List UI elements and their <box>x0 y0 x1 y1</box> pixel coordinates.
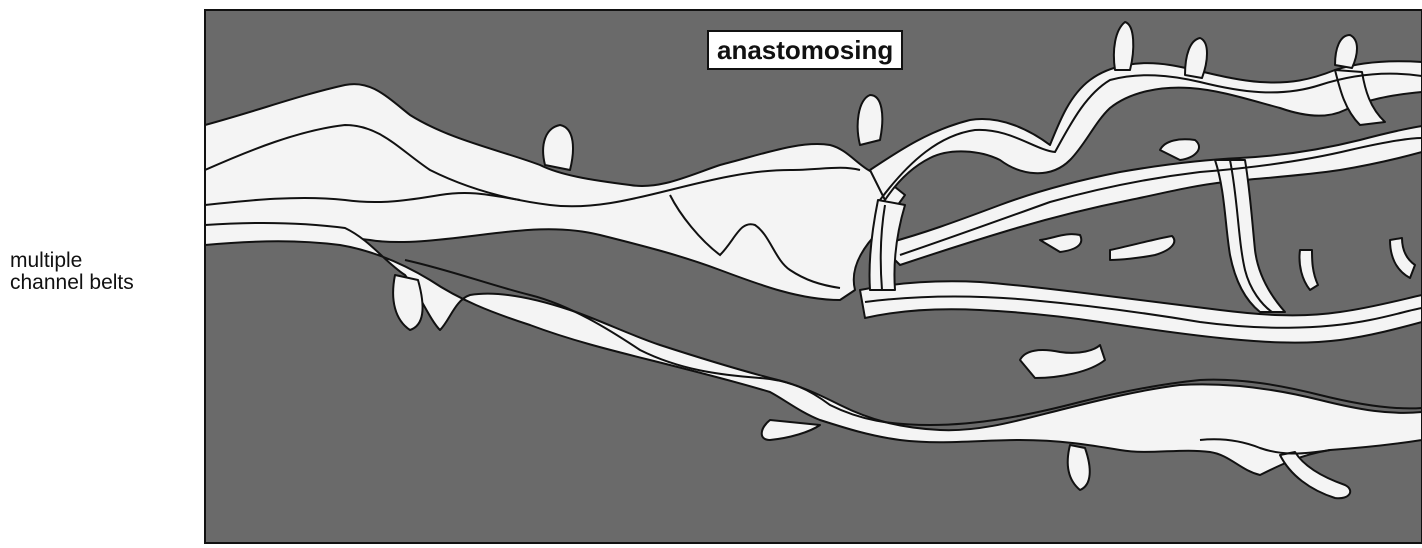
diagram-title: anastomosing <box>707 30 903 70</box>
channel-nub-2 <box>858 95 883 145</box>
channel-nub-1 <box>543 125 573 170</box>
